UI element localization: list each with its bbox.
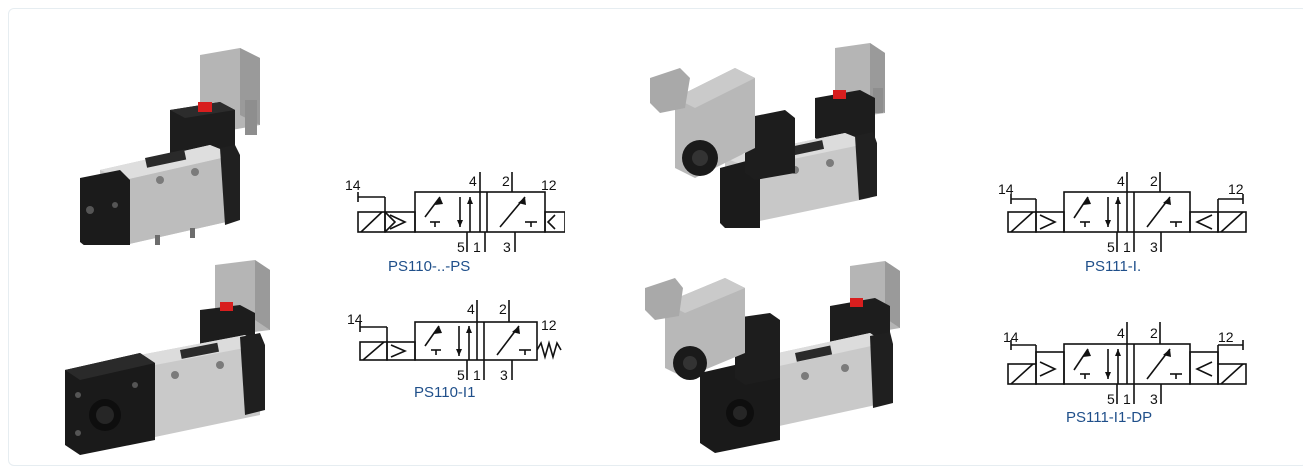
pneumatic-symbol-ps111-i: 14 12 4 2 5 1 3	[998, 172, 1247, 255]
port-1-label: 1	[473, 367, 481, 383]
port-3-label: 3	[1150, 239, 1158, 255]
valve-image-ps111-i	[650, 43, 885, 228]
port-5-label: 5	[457, 367, 465, 383]
port-12-label: 12	[1228, 181, 1244, 197]
port-4-label: 4	[1117, 173, 1125, 189]
symbol-label-ps110-ps: PS110-..-PS	[388, 258, 471, 275]
port-3-label: 3	[1150, 391, 1158, 407]
port-4-label: 4	[467, 301, 475, 317]
valve-image-ps110-ps	[80, 48, 260, 245]
pneumatic-symbol-ps110-i1: 14 12 4 2 5 1 3	[347, 300, 562, 383]
port-1-label: 1	[1123, 391, 1131, 407]
port-2-label: 2	[1150, 173, 1158, 189]
port-1-label: 1	[1123, 239, 1131, 255]
port-3-label: 3	[503, 239, 511, 255]
port-2-label: 2	[1150, 325, 1158, 341]
pneumatic-symbol-ps111-i1-dp: 14 12 4 2 5 1 3	[1003, 322, 1247, 407]
valve-image-ps110-i1	[65, 260, 270, 455]
port-4-label: 4	[1117, 325, 1125, 341]
port-4-label: 4	[469, 173, 477, 189]
port-14-label: 14	[998, 181, 1014, 197]
port-14-label: 14	[1003, 329, 1019, 345]
port-5-label: 5	[457, 239, 465, 255]
port-14-label: 14	[345, 177, 361, 193]
valve-image-ps111-i1-dp	[645, 261, 900, 453]
port-12-label: 12	[541, 317, 557, 333]
port-5-label: 5	[1107, 239, 1115, 255]
port-14-label: 14	[347, 311, 363, 327]
port-5-label: 5	[1107, 391, 1115, 407]
port-2-label: 2	[499, 301, 507, 317]
symbol-label-ps110-i1: PS110-I1	[414, 384, 476, 401]
pneumatic-symbol-ps110-ps: 14 12 4 2 5 1 3	[345, 172, 565, 255]
symbol-label-ps111-i: PS111-I.	[1085, 258, 1142, 275]
port-12-label: 12	[1218, 329, 1234, 345]
port-2-label: 2	[502, 173, 510, 189]
port-1-label: 1	[473, 239, 481, 255]
symbol-label-ps111-i1-dp: PS111-I1-DP	[1066, 409, 1153, 426]
port-3-label: 3	[500, 367, 508, 383]
port-12-label: 12	[541, 177, 557, 193]
